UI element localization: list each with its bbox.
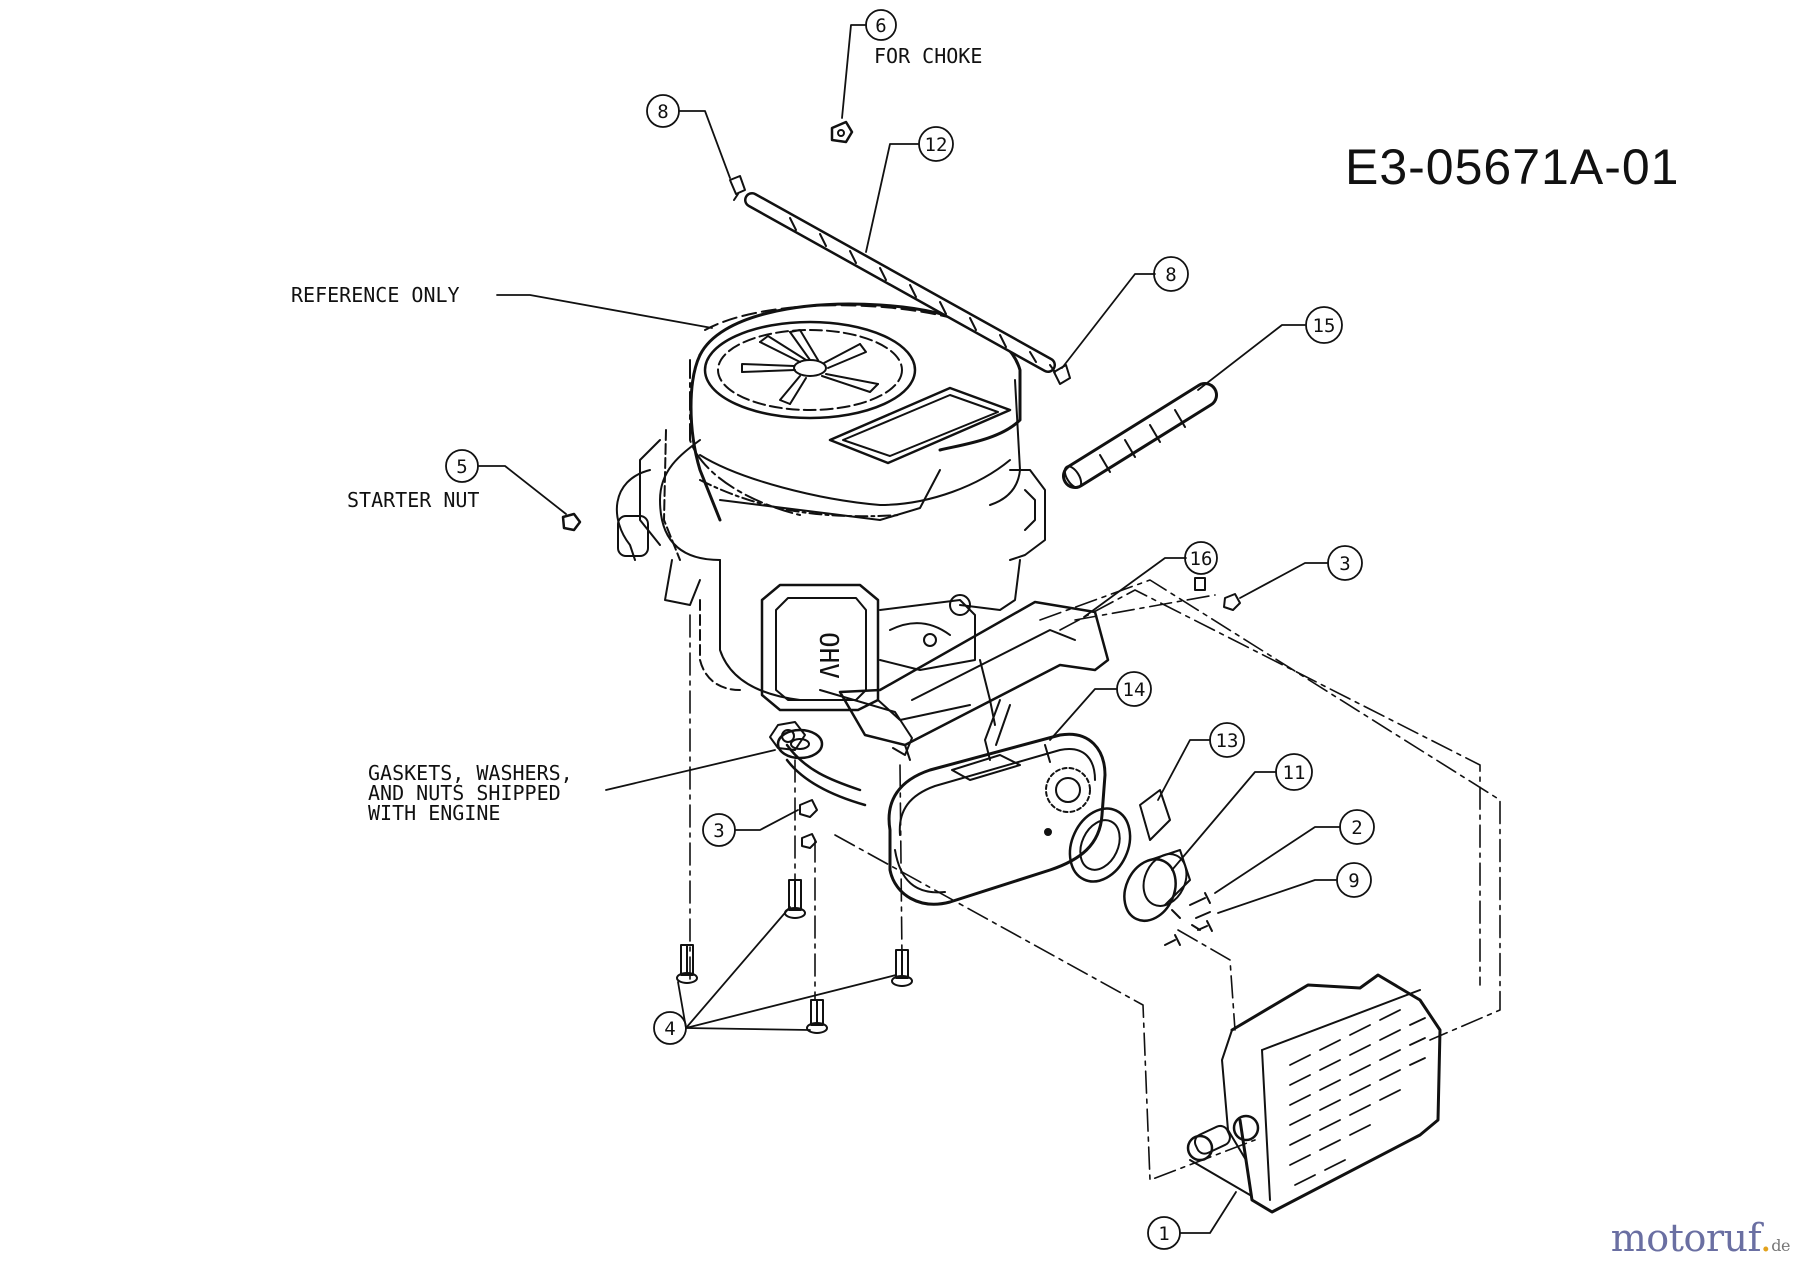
callout-circles <box>445 9 1375 1250</box>
gaskets-label-line-1: GASKETS, WASHERS, <box>368 761 573 785</box>
callout-3-right: 3 <box>1339 553 1350 575</box>
sleeve-12 <box>744 192 1056 373</box>
starter-nut-label: STARTER NUT <box>347 488 479 512</box>
callout-8-left: 8 <box>657 101 668 123</box>
gaskets-label-line-2: AND NUTS SHIPPED <box>368 781 561 805</box>
ohv-label: OHV <box>813 632 843 679</box>
guard-vent-slots <box>1289 1009 1426 1186</box>
callout-2: 2 <box>1351 817 1362 839</box>
callout-14: 14 <box>1123 679 1146 701</box>
engine-illustration: OHV <box>616 302 1046 726</box>
callout-12: 12 <box>925 134 948 156</box>
drawing-id: E3-05671A-01 <box>1345 139 1680 195</box>
callout-4: 4 <box>664 1018 675 1040</box>
callout-8-right: 8 <box>1165 264 1176 286</box>
callout-6: 6 <box>875 15 886 37</box>
leader-lines <box>478 24 1341 1234</box>
callout-3-left: 3 <box>713 820 724 842</box>
watermark-dot: . <box>1759 1216 1772 1260</box>
spark-arrestor-11 <box>1123 849 1201 931</box>
gasket-13 <box>1068 789 1171 883</box>
sleeve-15 <box>1062 382 1218 489</box>
watermark-logo: motoruf.de <box>1610 1216 1791 1260</box>
assembly-lines <box>689 579 1501 1181</box>
callout-11: 11 <box>1283 762 1306 784</box>
watermark-main: motoruf <box>1610 1216 1760 1260</box>
callout-15: 15 <box>1313 315 1336 337</box>
muffler-14 <box>776 699 1107 906</box>
callout-16: 16 <box>1190 548 1213 570</box>
callout-5: 5 <box>456 456 467 478</box>
heat-shield-16 <box>819 600 1110 761</box>
callout-13: 13 <box>1216 730 1239 752</box>
for-choke-label: FOR CHOKE <box>874 44 982 68</box>
watermark-tld: de <box>1771 1236 1790 1255</box>
muffler-guard-1 <box>1186 973 1442 1214</box>
reference-only-label: REFERENCE ONLY <box>291 283 460 307</box>
callout-9: 9 <box>1348 870 1359 892</box>
callout-1: 1 <box>1158 1223 1169 1245</box>
gaskets-label-line-3: WITH ENGINE <box>368 801 500 825</box>
